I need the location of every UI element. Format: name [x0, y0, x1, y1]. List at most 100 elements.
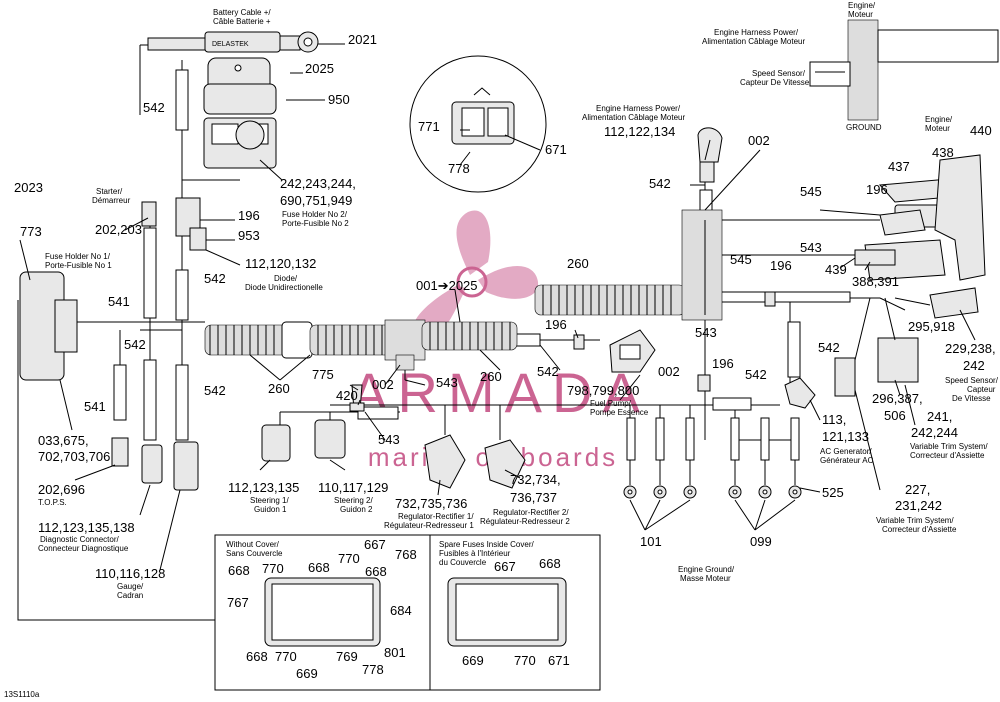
svg-text:T.O.P.S.: T.O.P.S. — [38, 498, 67, 507]
left-components — [19, 197, 207, 491]
callout-668-a: 668 — [228, 563, 250, 578]
svg-text:Moteur: Moteur — [848, 10, 873, 19]
callout-112-120: 112,120,132 — [245, 256, 316, 271]
svg-text:Engine Harness Power/: Engine Harness Power/ — [714, 28, 799, 37]
svg-text:du Couvercle: du Couvercle — [439, 558, 487, 567]
svg-text:Regulator-Rectifier 1/: Regulator-Rectifier 1/ — [398, 512, 474, 521]
callout-438: 438 — [932, 145, 954, 160]
callout-202-203: 202,203 — [95, 222, 142, 237]
svg-text:Diagnostic Connector/: Diagnostic Connector/ — [40, 535, 119, 544]
svg-text:Démarreur: Démarreur — [92, 196, 131, 205]
callout-801: 801 — [384, 645, 406, 660]
leader-lines — [19, 43, 976, 571]
svg-text:Fuel Pump/: Fuel Pump/ — [590, 399, 632, 408]
reference-code: 13S1110a — [4, 690, 40, 699]
svg-text:Connecteur Diagnostique: Connecteur Diagnostique — [38, 544, 129, 553]
svg-text:Fuse Holder No 2/: Fuse Holder No 2/ — [282, 210, 348, 219]
callout-033: 033,675, — [38, 433, 89, 448]
callout-110-128: 110,116,128 — [95, 566, 165, 581]
callout-121-133: 121,133 — [822, 429, 869, 444]
sensor-connectors — [784, 287, 979, 409]
svg-text:Speed Sensor/: Speed Sensor/ — [752, 69, 806, 78]
callout-241: 241, — [927, 409, 952, 424]
svg-text:Variable Trim System/: Variable Trim System/ — [876, 516, 954, 525]
fuel-pump-connector — [609, 329, 656, 373]
callout-231-242: 231,242 — [895, 498, 942, 513]
svg-text:Sans Couvercle: Sans Couvercle — [226, 549, 283, 558]
callout-770-c: 770 — [275, 649, 297, 664]
callout-545-top: 545 — [800, 184, 822, 199]
callout-2023: 2023 — [14, 180, 43, 195]
callout-101: 101 — [640, 534, 662, 549]
corrugated-conduit-right — [421, 284, 686, 351]
callout-668-b: 668 — [308, 560, 330, 575]
callout-773: 773 — [20, 224, 42, 239]
callout-113: 113, — [822, 412, 846, 427]
svg-text:Moteur: Moteur — [925, 124, 950, 133]
callout-770-b: 770 — [338, 551, 360, 566]
battery-box — [203, 57, 277, 169]
callout-001-2025: 001➔2025 — [416, 278, 478, 293]
svg-text:Câble Batterie +: Câble Batterie + — [213, 17, 271, 26]
svg-text:Engine Harness Power/: Engine Harness Power/ — [596, 104, 681, 113]
callout-732-734: 732,734, — [510, 472, 561, 487]
callout-671-zoom: 671 — [545, 142, 567, 157]
callout-543-steer: 543 — [378, 432, 400, 447]
callout-770-a: 770 — [262, 561, 284, 576]
svg-text:Diode/: Diode/ — [274, 274, 298, 283]
callout-196-top-right: 196 — [866, 182, 888, 197]
engine-connectors — [854, 154, 986, 281]
callout-798-800: 798,799,800 — [567, 383, 639, 398]
callout-542-top: 542 — [143, 100, 165, 115]
svg-text:Speed Sensor/: Speed Sensor/ — [945, 376, 999, 385]
callout-506: 506 — [884, 408, 906, 423]
svg-text:Guidon 2: Guidon 2 — [340, 505, 373, 514]
fuse-inset-boxes — [214, 534, 601, 691]
callout-778: 778 — [362, 662, 384, 677]
svg-text:Porte-Fusible No 2: Porte-Fusible No 2 — [282, 219, 349, 228]
corrugated-conduit-left — [204, 321, 401, 359]
main-junction-block — [681, 209, 723, 321]
battery-cable-label: Battery Cable +/ — [213, 8, 271, 17]
engine-power-connector — [697, 127, 723, 183]
small-connectors — [573, 291, 776, 392]
conduit-t-junction — [384, 319, 426, 371]
callout-196-center: 196 — [712, 356, 734, 371]
svg-text:Capteur De Vitesse: Capteur De Vitesse — [740, 78, 810, 87]
callout-542-lower: 542 — [204, 383, 226, 398]
callout-295-918: 295,918 — [908, 319, 955, 334]
callout-543-right: 543 — [800, 240, 822, 255]
callout-420: 420 — [336, 388, 358, 403]
callout-2025: 2025 — [305, 61, 334, 76]
callout-388-391: 388,391 — [852, 274, 899, 289]
svg-text:De Vitesse: De Vitesse — [952, 394, 991, 403]
callout-545-mid: 545 — [730, 252, 752, 267]
callout-684: 684 — [390, 603, 412, 618]
svg-text:Spare Fuses Inside Cover/: Spare Fuses Inside Cover/ — [439, 540, 534, 549]
battery-cable: DELASTEK — [147, 31, 319, 53]
callout-112-135: 112,123,135 — [228, 480, 299, 495]
callout-525: 525 — [822, 485, 844, 500]
svg-text:Cadran: Cadran — [117, 591, 143, 600]
svg-text:Fuse Holder No 1/: Fuse Holder No 1/ — [45, 252, 111, 261]
callout-541-bottom: 541 — [84, 399, 106, 414]
svg-text:Régulateur-Redresseur 1: Régulateur-Redresseur 1 — [384, 521, 474, 530]
callout-767: 767 — [227, 595, 249, 610]
callout-669-b: 669 — [462, 653, 484, 668]
svg-text:Regulator-Rectifier 2/: Regulator-Rectifier 2/ — [493, 508, 569, 517]
callout-112-134: 112,122,134 — [604, 124, 675, 139]
callout-196-mid: 196 — [770, 258, 792, 273]
callout-542-far-right: 542 — [818, 340, 840, 355]
callout-260-top: 260 — [567, 256, 589, 271]
ring-terminals — [623, 485, 802, 499]
callout-702: 702,703,706 — [38, 449, 110, 464]
svg-text:Variable Trim System/: Variable Trim System/ — [910, 442, 988, 451]
callout-736-737: 736,737 — [510, 490, 557, 505]
callout-112-138: 112,123,135,138 — [38, 520, 135, 535]
callout-543-left: 543 — [436, 375, 458, 390]
callout-668-c: 668 — [365, 564, 387, 579]
callout-296-387: 296,387, — [872, 391, 923, 406]
svg-text:AC Generator/: AC Generator/ — [820, 447, 872, 456]
svg-text:Fusibles à l'Intérieur: Fusibles à l'Intérieur — [439, 549, 511, 558]
callout-2021: 2021 — [348, 32, 377, 47]
